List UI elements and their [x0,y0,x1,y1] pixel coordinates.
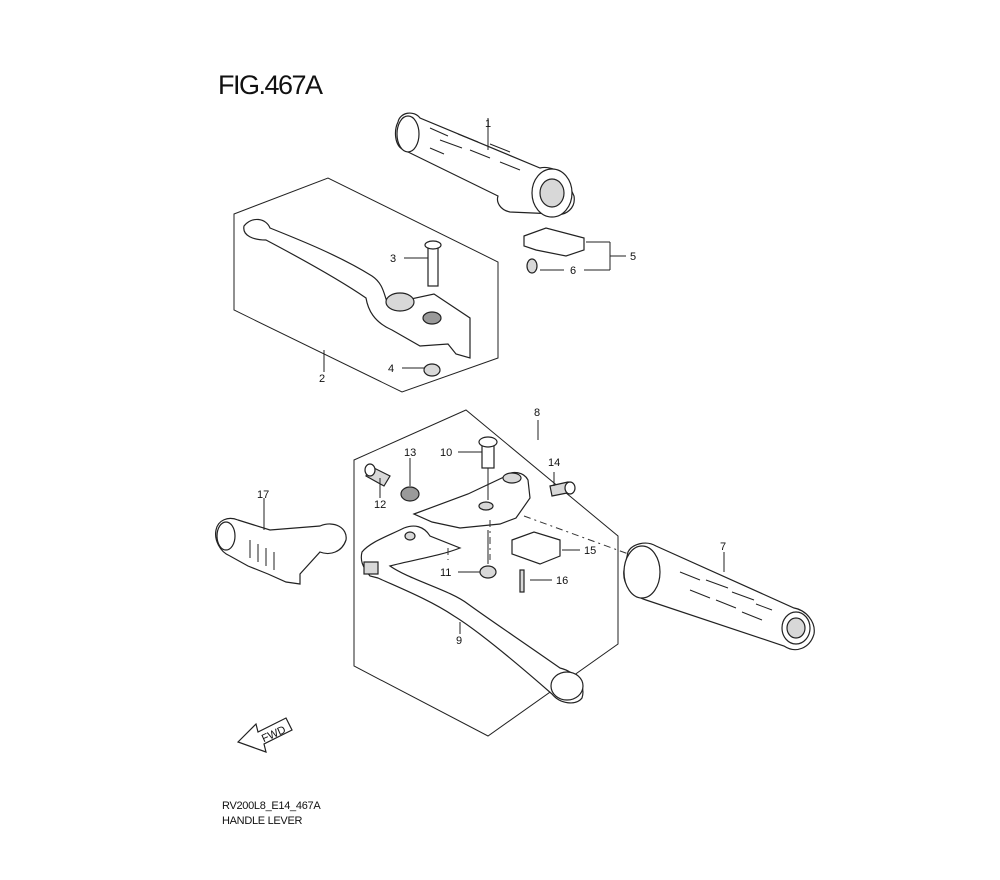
figure-name: HANDLE LEVER [222,815,303,827]
callout-16: 16 [556,575,568,587]
callout-1: 1 [485,118,491,130]
figure-title: FIG.467A [218,70,323,100]
callout-3: 3 [390,253,396,265]
callout-14: 14 [548,457,560,469]
callout-5: 5 [630,251,636,263]
callout-12: 12 [374,499,386,511]
throttle-grip-part-1: 1 [394,112,575,218]
callout-11: 11 [440,567,451,579]
brake-lever-assembly-part-2: 2 3 4 [233,177,499,393]
figure-code: RV200L8_E14_467A [222,800,321,812]
callout-4: 4 [388,363,394,375]
callout-2: 2 [319,373,325,385]
clutch-lever-assembly-part-8: 8 9 10 11 12 13 14 [353,407,635,737]
brake-switch-part-5: 5 6 [523,227,636,277]
callout-10: 10 [440,447,452,459]
handlebar-grip-part-7: 7 [623,541,815,651]
callout-6: 6 [570,265,576,277]
fwd-direction-arrow: FWD [236,717,293,753]
lever-holder-part-17: 17 [215,489,347,585]
callout-7: 7 [720,541,726,553]
callout-9: 9 [456,635,462,647]
fwd-label: FWD [260,724,288,745]
callout-13: 13 [404,447,416,459]
callout-17: 17 [257,489,269,501]
callout-8: 8 [534,407,540,419]
callout-15: 15 [584,545,596,557]
